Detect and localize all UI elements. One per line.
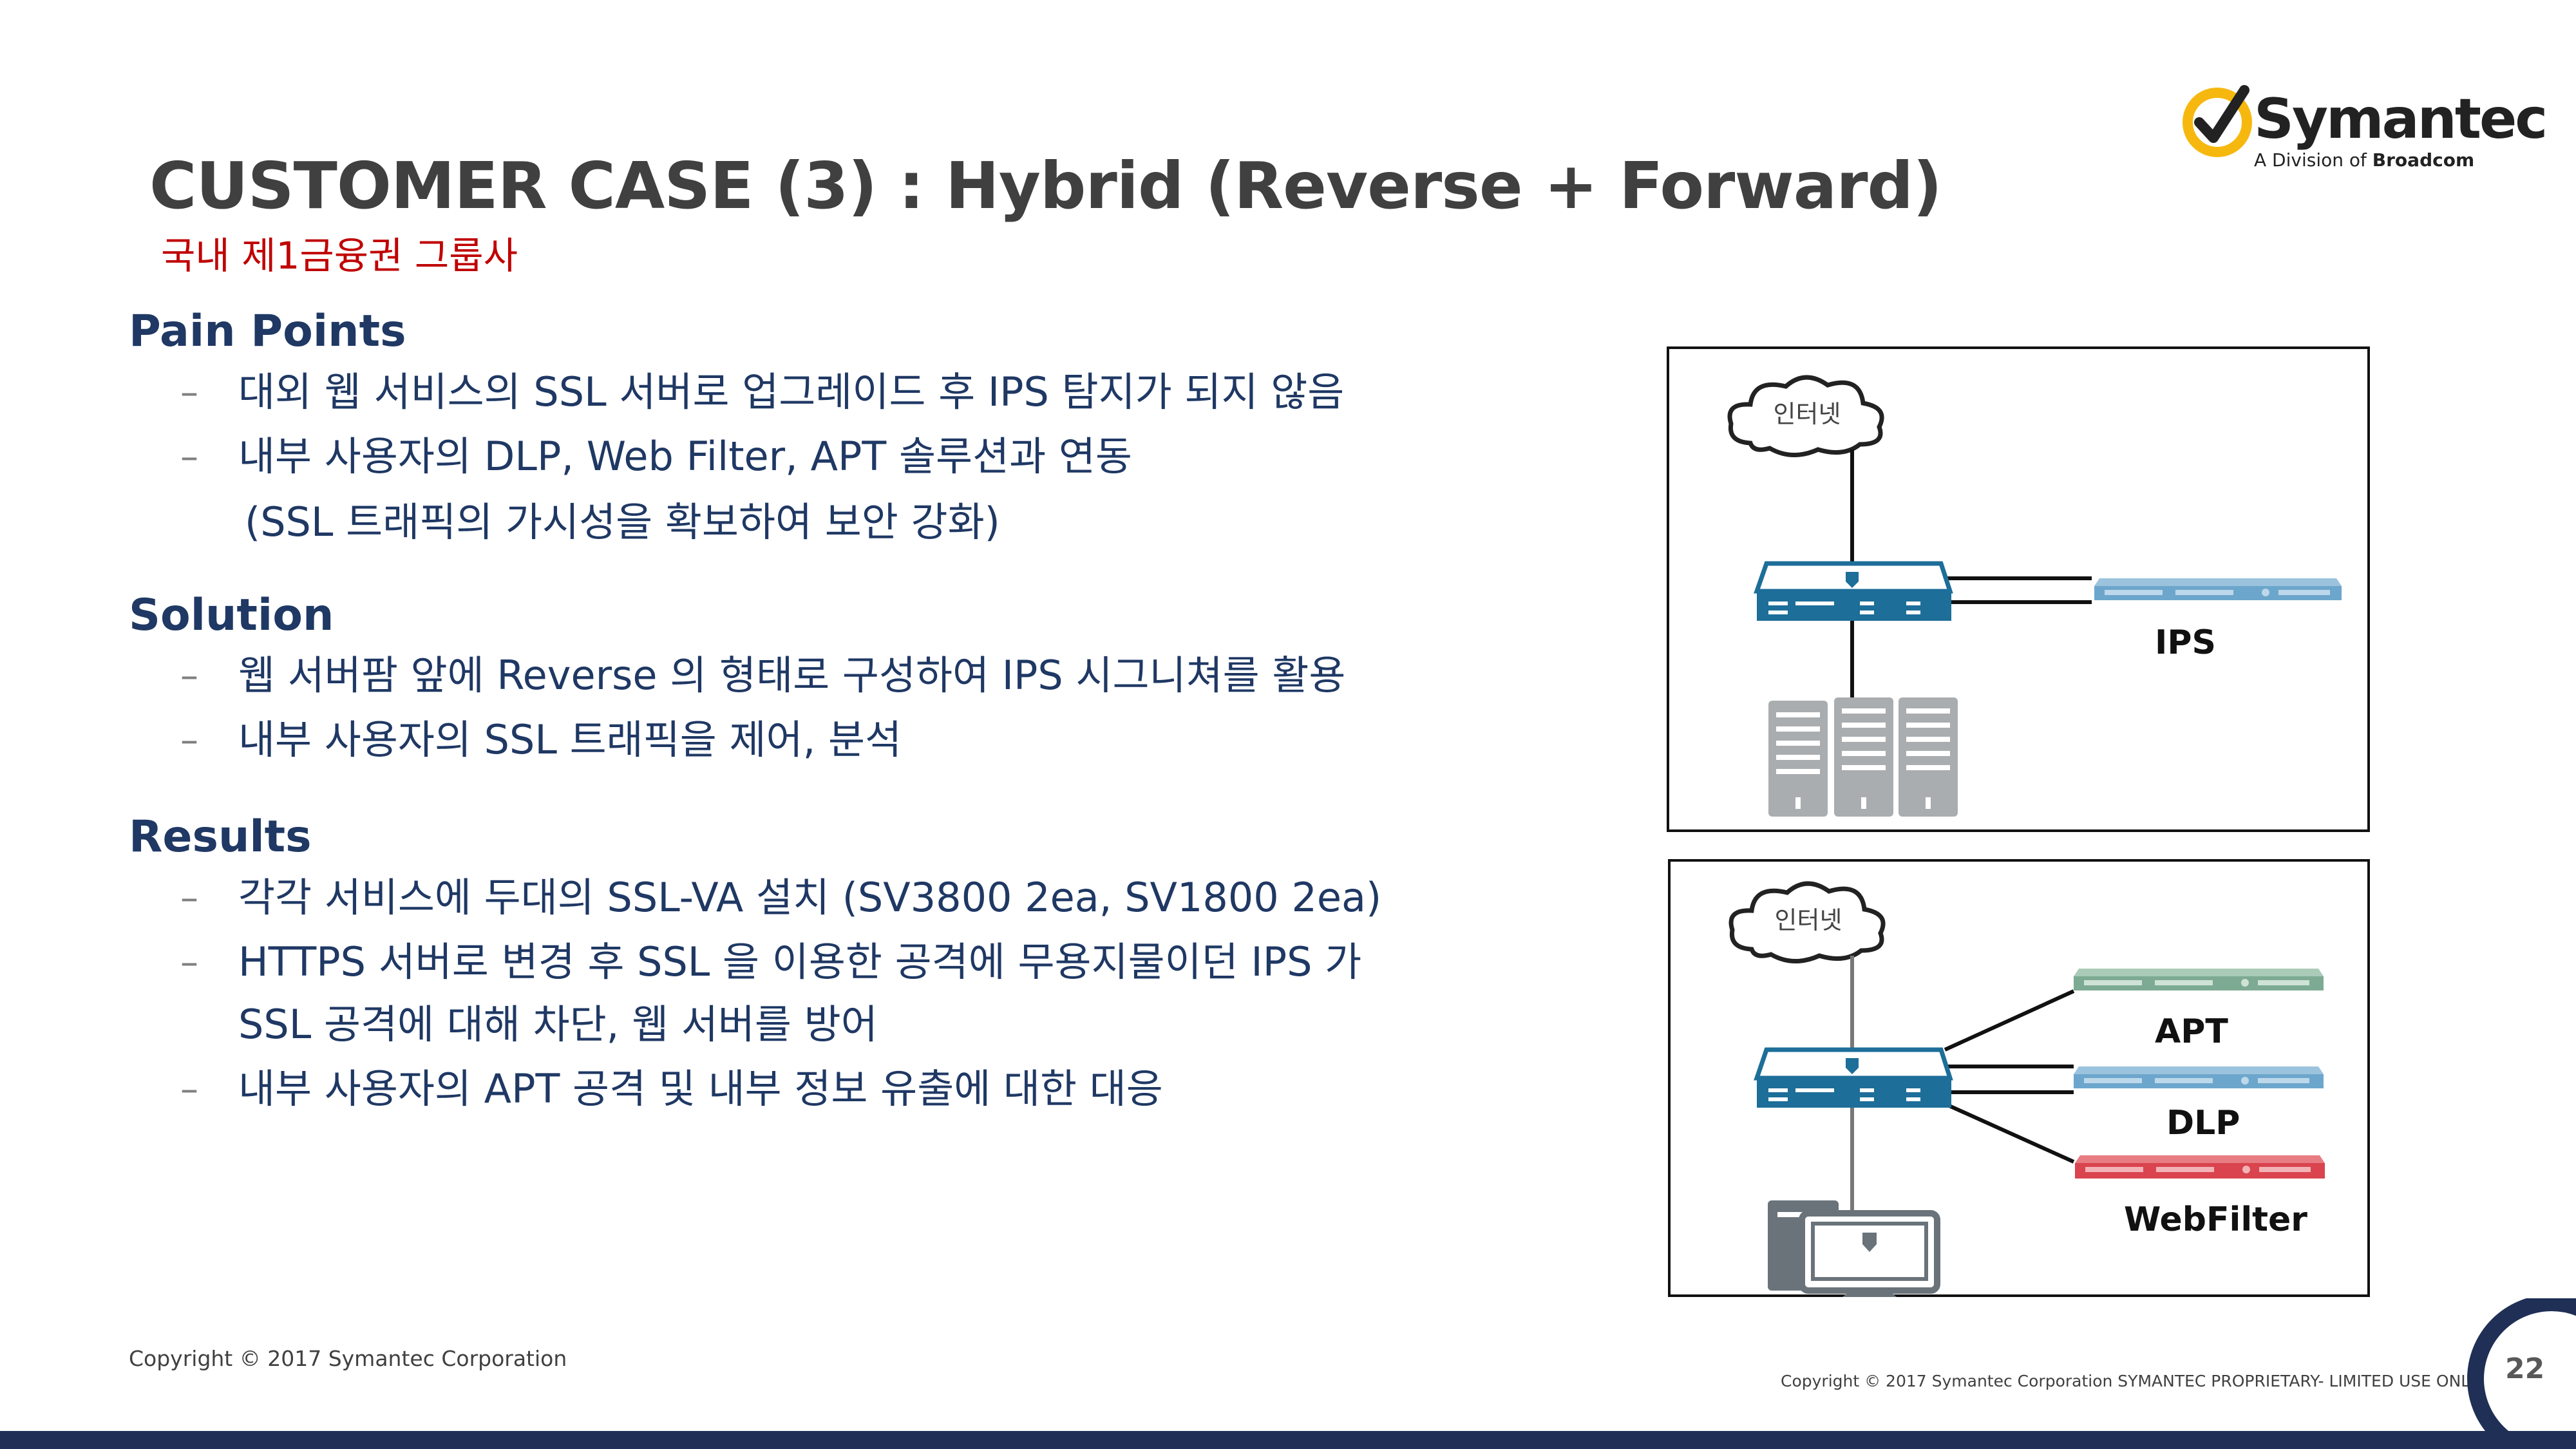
footer-bar [0,1431,2576,1449]
workstation-icon [1768,1200,1940,1297]
diagram-reverse-proxy-graphic: 인터넷 [1727,375,2342,817]
dlp-label: DLP [2166,1104,2240,1142]
results-heading: Results [129,811,312,862]
dlp-appliance-icon [2074,1066,2324,1088]
diagram-forward-proxy-graphic: 인터넷 [1728,881,2325,1297]
apt-label: APT [2155,1012,2228,1051]
list-item-text: 웹 서버팜 앞에 Reverse 의 형태로 구성하여 IPS 시그니쳐를 활용 [238,652,1346,699]
ssl-appliance-icon [1754,561,1953,621]
page-title: CUSTOMER CASE (3) : Hybrid (Reverse + Fo… [149,148,1942,223]
webfilter-label: WebFilter [2124,1200,2307,1239]
logo-trademark: ™ [2460,126,2473,142]
cloud-label: 인터넷 [1774,400,1841,428]
ssl-appliance-icon [1754,1047,1953,1108]
list-item: –대외 웹 서비스의 SSL 서버로 업그레이드 후 IPS 탐지가 되지 않음 [180,368,1345,415]
pain-points-heading: Pain Points [129,306,406,357]
solution-heading: Solution [129,590,334,641]
list-item-text: 내부 사용자의 DLP, Web Filter, APT 솔루션과 연동 [238,433,1132,480]
ips-appliance-icon [2094,578,2342,600]
diagram-forward-proxy [1668,859,2370,1297]
page-subtitle: 국내 제1금융권 그룹사 [161,234,518,278]
cloud-icon: 인터넷 [1727,375,1884,457]
logo-tagline-prefix: A Division of [2254,149,2372,171]
copyright-right: Copyright © 2017 Symantec Corporation SY… [1781,1372,2478,1390]
page-number-ring [2467,1298,2576,1449]
list-item: –내부 사용자의 DLP, Web Filter, APT 솔루션과 연동 [180,433,1132,480]
list-item: –각각 서비스에 두대의 SSL-VA 설치 (SV3800 2ea, SV18… [180,874,1382,921]
ips-label: IPS [2155,623,2216,662]
list-item-text: 내부 사용자의 APT 공격 및 내부 정보 유출에 대한 대응 [238,1065,1163,1112]
list-item: –내부 사용자의 SSL 트래픽을 제어, 분석 [180,716,902,763]
list-item-text: 각각 서비스에 두대의 SSL-VA 설치 (SV3800 2ea, SV180… [238,874,1382,921]
diagram-reverse-proxy [1667,346,2370,832]
logo-tagline: A Division of Broadcom [2254,149,2474,171]
list-item-text: 내부 사용자의 SSL 트래픽을 제어, 분석 [238,716,902,763]
list-item: –웹 서버팜 앞에 Reverse 의 형태로 구성하여 IPS 시그니쳐를 활… [180,652,1346,699]
server-rack-icon [1768,697,1958,817]
list-item-continuation: (SSL 트래픽의 가시성을 확보하여 보안 강화) [245,498,1000,545]
list-item-text: 대외 웹 서비스의 SSL 서버로 업그레이드 후 IPS 탐지가 되지 않음 [238,368,1345,415]
list-item: –내부 사용자의 APT 공격 및 내부 정보 유출에 대한 대응 [180,1065,1163,1112]
page-number: 22 [2505,1352,2545,1385]
logo-tagline-brand: Broadcom [2372,149,2475,171]
list-item-continuation: SSL 공격에 대해 차단, 웹 서버를 방어 [238,1001,878,1048]
copyright-left: Copyright © 2017 Symantec Corporation [129,1346,567,1371]
list-item: –HTTPS 서버로 변경 후 SSL 을 이용한 공격에 무용지물이던 IPS… [180,938,1362,985]
list-item-text: HTTPS 서버로 변경 후 SSL 을 이용한 공격에 무용지물이던 IPS … [238,938,1362,985]
webfilter-appliance-icon [2075,1155,2325,1179]
cloud-label: 인터넷 [1775,906,1842,934]
check-circle-icon [2183,85,2252,157]
logo-wordmark: Symantec [2254,87,2548,151]
cloud-icon: 인터넷 [1728,881,1886,963]
apt-appliance-icon [2074,969,2324,990]
